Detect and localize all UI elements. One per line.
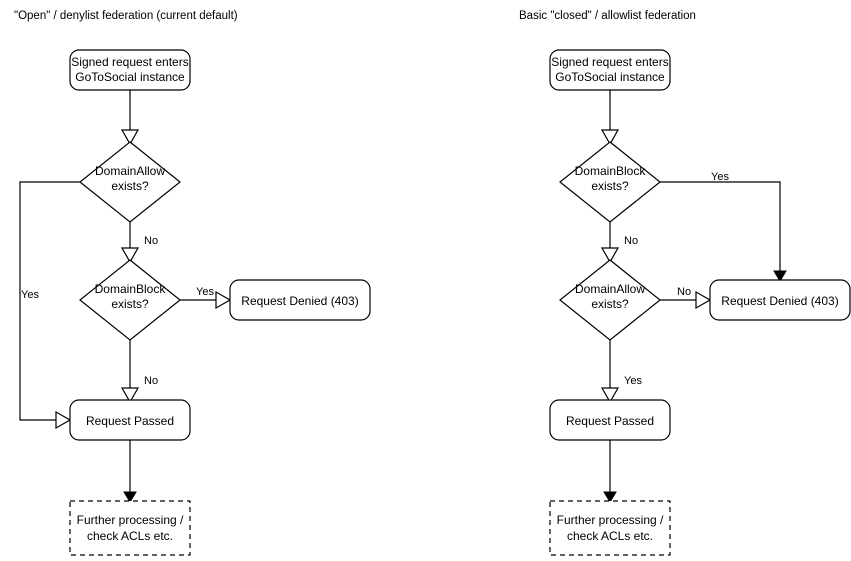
node-entry-label-line2: GoToSocial instance — [555, 70, 665, 84]
node-decision-label-line2: exists? — [111, 179, 149, 193]
node-request-passed-closed[interactable]: Request Passed — [549, 399, 671, 441]
node-decision-label-line2: exists? — [591, 297, 629, 311]
edge-label-domainallow-yes: Yes — [624, 375, 642, 387]
node-further-processing-shape[interactable] — [549, 500, 671, 556]
node-further-processing-label-line2: check ACLs etc. — [87, 529, 173, 543]
edge-domainallow-yes-to-passed: Yes — [19, 181, 80, 430]
edge-passed-to-further-closed — [603, 440, 617, 503]
node-decision-label-line1: DomainAllow — [95, 164, 165, 178]
arrowhead-open-icon — [55, 410, 72, 430]
arrowhead-solid-icon — [603, 491, 617, 503]
node-decision-label-line1: DomainBlock — [575, 164, 647, 178]
edge-domainallow-no-to-domainblock: No — [120, 222, 158, 264]
node-further-processing-closed[interactable]: Further processing / check ACLs etc. — [549, 500, 671, 556]
arrowhead-open-icon — [120, 387, 140, 404]
arrowhead-open-icon — [120, 247, 140, 264]
node-request-denied-shape[interactable] — [229, 279, 371, 321]
edge-domainblock-yes-to-denied: Yes — [180, 286, 232, 310]
node-request-denied-shape[interactable] — [709, 279, 851, 321]
node-entry-label-line1: Signed request enters — [551, 55, 668, 69]
node-decision-label-line1: DomainBlock — [95, 282, 167, 296]
node-entry-label-line1: Signed request enters — [71, 55, 188, 69]
diagram-title-open-denylist: "Open" / denylist federation (current de… — [14, 10, 238, 22]
edge-passed-to-further-open — [123, 440, 137, 503]
edge-domainblock-yes-to-denied-closed: Yes — [660, 171, 787, 282]
node-request-passed-label: Request Passed — [86, 414, 174, 428]
edge-label-domainallow-no: No — [144, 235, 158, 247]
node-entry-closed[interactable]: Signed request enters GoToSocial instanc… — [549, 49, 671, 91]
edge-label-domainblock-yes: Yes — [196, 286, 214, 298]
arrowhead-solid-icon — [773, 270, 787, 282]
arrowhead-solid-icon — [123, 491, 137, 503]
node-entry-label-line2: GoToSocial instance — [75, 70, 185, 84]
node-request-denied-closed[interactable]: Request Denied (403) — [709, 279, 851, 321]
node-request-passed-open[interactable]: Request Passed — [69, 399, 191, 441]
node-request-denied-open[interactable]: Request Denied (403) — [229, 279, 371, 321]
node-further-processing-open[interactable]: Further processing / check ACLs etc. — [69, 500, 191, 556]
arrowhead-open-icon — [695, 290, 712, 310]
node-further-processing-label-line1: Further processing / — [557, 513, 664, 527]
arrowhead-open-icon — [215, 290, 232, 310]
arrowhead-open-icon — [600, 129, 620, 146]
edge-entry-to-domainallow — [120, 90, 140, 146]
node-decision-label-line1: DomainAllow — [575, 282, 645, 296]
edge-domainblock-no-to-domainallow: No — [600, 222, 638, 264]
node-decision-domainallow-open[interactable]: DomainAllow exists? — [79, 141, 181, 223]
edge-entry-to-domainblock — [600, 90, 620, 146]
node-further-processing-label-line2: check ACLs etc. — [567, 529, 653, 543]
edge-label-domainblock-no: No — [144, 375, 158, 387]
edge-domainblock-no-to-passed: No — [120, 340, 158, 404]
node-decision-label-line2: exists? — [591, 179, 629, 193]
node-request-passed-label: Request Passed — [566, 414, 654, 428]
diagram-title-closed-allowlist: Basic "closed" / allowlist federation — [519, 10, 696, 22]
node-request-denied-label: Request Denied (403) — [721, 294, 838, 308]
arrowhead-open-icon — [120, 129, 140, 146]
edge-label-domainblock-no: No — [624, 235, 638, 247]
edge-label-domainallow-no: No — [677, 286, 691, 298]
edge-domainallow-yes-to-passed-closed: Yes — [600, 340, 642, 404]
diagram-closed-allowlist: Basic "closed" / allowlist federation Si… — [519, 10, 851, 556]
node-further-processing-shape[interactable] — [69, 500, 191, 556]
arrowhead-open-icon — [600, 387, 620, 404]
node-further-processing-label-line1: Further processing / — [77, 513, 184, 527]
node-request-denied-label: Request Denied (403) — [241, 294, 358, 308]
node-decision-label-line2: exists? — [111, 297, 149, 311]
arrowhead-open-icon — [600, 247, 620, 264]
node-decision-domainblock-closed[interactable]: DomainBlock exists? — [559, 141, 661, 223]
edge-domainallow-no-to-denied-closed: No — [660, 286, 712, 310]
diagram-open-denylist: "Open" / denylist federation (current de… — [14, 10, 371, 556]
edge-label-domainallow-yes: Yes — [21, 289, 39, 301]
node-decision-domainblock-open[interactable]: DomainBlock exists? — [79, 259, 181, 341]
node-entry-open[interactable]: Signed request enters GoToSocial instanc… — [69, 49, 191, 91]
edge-label-domainblock-yes: Yes — [711, 171, 729, 183]
node-decision-domainallow-closed[interactable]: DomainAllow exists? — [559, 259, 661, 341]
